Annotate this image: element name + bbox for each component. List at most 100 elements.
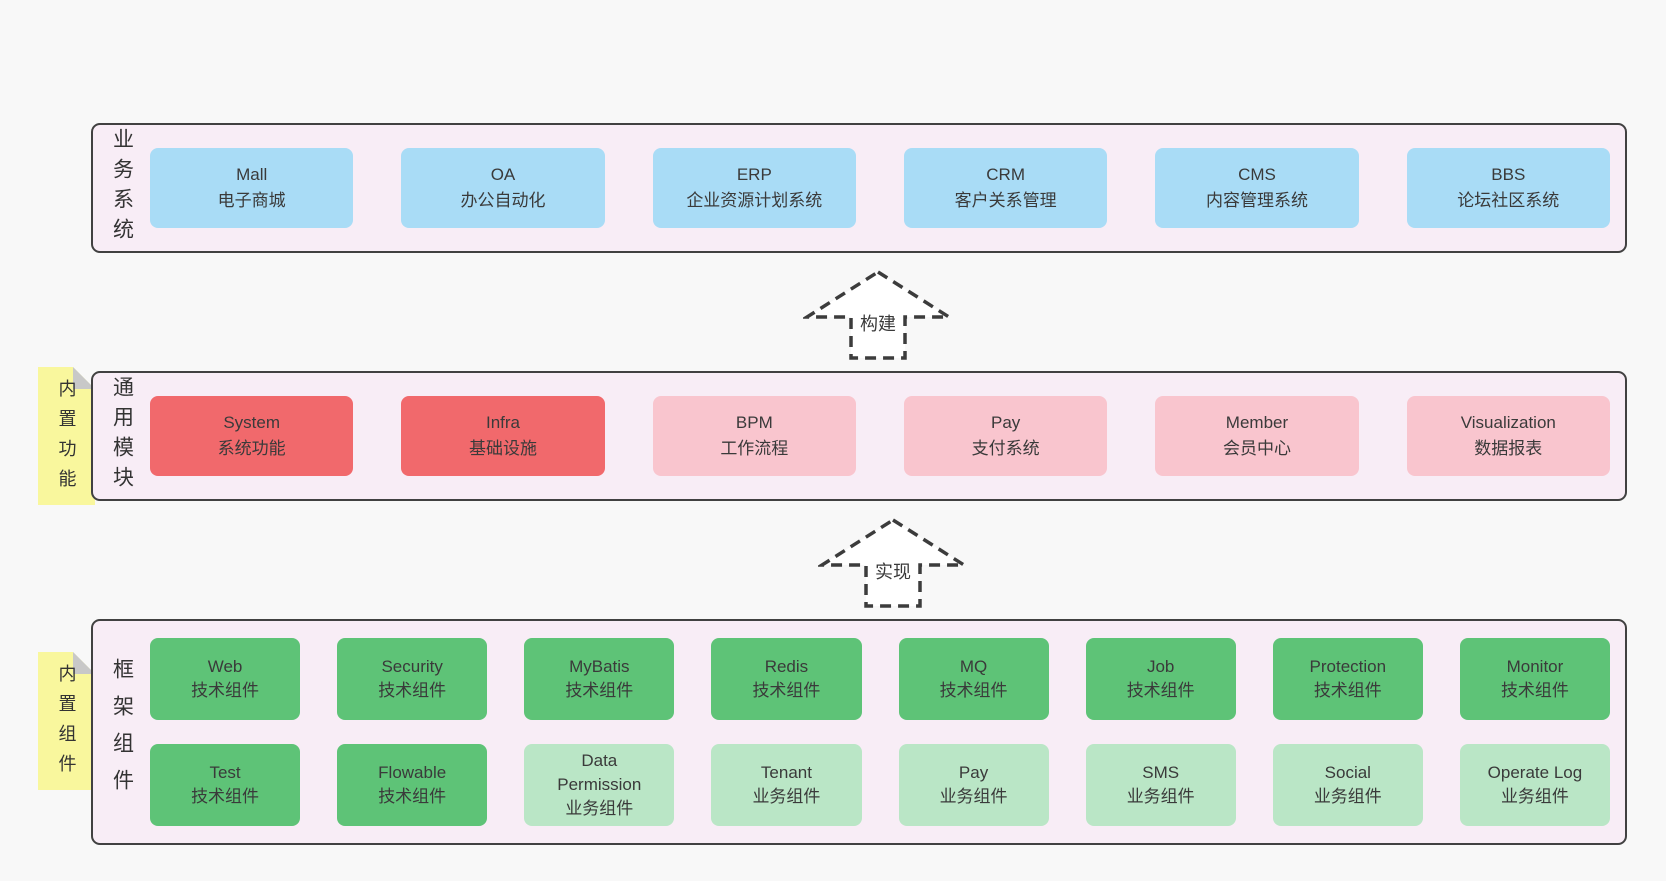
box-bbs: BBS 论坛社区系统 <box>1406 148 1610 228</box>
box-name: Web <box>207 657 243 676</box>
box-desc: 业务组件 <box>1313 787 1382 806</box>
box-pay: Pay 支付系统 <box>903 396 1108 476</box>
box-name: System <box>223 413 280 432</box>
build-arrow: 构建 <box>803 269 953 361</box>
box-infra: Infra 基础设施 <box>401 396 605 476</box>
box-name: Monitor <box>1506 657 1564 676</box>
box-name: Flowable <box>378 763 447 782</box>
box-desc: 技术组件 <box>939 681 1008 700</box>
box-name: Mall <box>236 165 268 184</box>
box-name: Member <box>1225 413 1289 432</box>
build-arrow-label: 构建 <box>857 309 899 337</box>
layer-common-modules: 通用模块 System 系统功能 Infra 基础设施 BPM 工作流程 Pay… <box>91 371 1627 501</box>
box-desc: 内容管理系统 <box>1205 191 1308 210</box>
box-desc: 技术组件 <box>191 787 260 806</box>
box-desc: 数据报表 <box>1474 439 1543 458</box>
box-monitor: Monitor 技术组件 <box>1459 638 1610 720</box>
sticky-components-label: 内置组件 <box>56 664 77 784</box>
box-desc: 业务组件 <box>1500 787 1569 806</box>
box-member: Member 会员中心 <box>1155 396 1359 476</box>
box-mybatis: MyBatis 技术组件 <box>524 638 675 720</box>
sticky-features-label: 内置功能 <box>56 379 77 499</box>
box-cms: CMS 内容管理系统 <box>1155 148 1359 228</box>
box-desc: 工作流程 <box>720 439 789 458</box>
implement-arrow-label: 实现 <box>872 557 914 585</box>
box-oa: OA 办公自动化 <box>401 148 605 228</box>
box-name: CRM <box>986 165 1025 184</box>
box-name: MyBatis <box>569 657 630 676</box>
box-name: Infra <box>485 413 520 432</box>
box-desc: 业务组件 <box>939 787 1008 806</box>
layer-framework-components: 框架组件 Web 技术组件 Security 技术组件 MyBatis 技术组件… <box>91 619 1627 845</box>
box-name: ERP <box>736 165 772 184</box>
layer-business-systems: 业务系统 Mall 电子商城 OA 办公自动化 ERP 企业资源计划系统 CRM… <box>91 123 1627 253</box>
box-desc: 企业资源计划系统 <box>686 191 823 210</box>
sticky-note-builtin-features: 内置功能 <box>38 367 95 505</box>
box-desc: 基础设施 <box>468 439 537 458</box>
box-name: OA <box>490 165 516 184</box>
box-visualization: Visualization 数据报表 <box>1406 396 1610 476</box>
box-security: Security 技术组件 <box>337 638 488 720</box>
components-row-2: Test 技术组件 Flowable 技术组件 Data Permission … <box>150 744 1610 826</box>
box-name: CMS <box>1238 165 1276 184</box>
box-desc: 办公自动化 <box>460 191 546 210</box>
box-social: Social 业务组件 <box>1272 744 1423 826</box>
box-data-permission: Data Permission 业务组件 <box>524 744 675 826</box>
box-tenant: Tenant 业务组件 <box>711 744 862 826</box>
layer-components-label: 框架组件 <box>110 658 134 806</box>
box-desc: 会员中心 <box>1222 439 1291 458</box>
box-name: MQ <box>959 657 988 676</box>
components-row-1: Web 技术组件 Security 技术组件 MyBatis 技术组件 Redi… <box>150 638 1610 720</box>
box-name: Test <box>209 763 241 782</box>
box-name: Pay <box>958 763 989 782</box>
box-name: Visualization <box>1460 413 1556 432</box>
box-desc: 技术组件 <box>378 787 447 806</box>
box-web: Web 技术组件 <box>150 638 301 720</box>
box-mall: Mall 电子商城 <box>150 148 354 228</box>
box-desc: 论坛社区系统 <box>1457 191 1560 210</box>
box-erp: ERP 企业资源计划系统 <box>652 148 856 228</box>
box-name: Protection <box>1309 657 1387 676</box>
sticky-note-builtin-components: 内置组件 <box>38 652 95 790</box>
box-desc: 技术组件 <box>1313 681 1382 700</box>
box-sms: SMS 业务组件 <box>1085 744 1236 826</box>
box-mq: MQ 技术组件 <box>898 638 1049 720</box>
box-job: Job 技术组件 <box>1085 638 1236 720</box>
box-desc: 客户关系管理 <box>954 191 1057 210</box>
box-desc: 技术组件 <box>378 681 447 700</box>
box-operate-log: Operate Log 业务组件 <box>1459 744 1610 826</box>
box-name: BBS <box>1491 165 1526 184</box>
box-desc: 业务组件 <box>752 787 821 806</box>
box-bpm: BPM 工作流程 <box>652 396 856 476</box>
box-desc: 技术组件 <box>1500 681 1569 700</box>
box-pay-business: Pay 业务组件 <box>898 744 1049 826</box>
box-desc: 支付系统 <box>971 439 1040 458</box>
box-name: Operate Log <box>1487 763 1583 782</box>
layer-business-label: 业务系统 <box>110 128 134 248</box>
box-desc: 电子商城 <box>217 191 286 210</box>
box-name: Data Permission <box>557 751 642 794</box>
box-name: SMS <box>1142 763 1180 782</box>
box-redis: Redis 技术组件 <box>711 638 862 720</box>
box-test: Test 技术组件 <box>150 744 301 826</box>
layer-modules-label: 通用模块 <box>110 376 134 496</box>
box-desc: 技术组件 <box>565 681 634 700</box>
box-name: Job <box>1146 657 1175 676</box>
box-desc: 技术组件 <box>752 681 821 700</box>
box-flowable: Flowable 技术组件 <box>337 744 488 826</box>
box-desc: 业务组件 <box>1126 787 1195 806</box>
box-crm: CRM 客户关系管理 <box>903 148 1108 228</box>
box-name: Tenant <box>760 763 812 782</box>
box-name: Redis <box>764 657 809 676</box>
box-name: Pay <box>991 413 1021 432</box>
implement-arrow: 实现 <box>818 517 968 609</box>
box-system: System 系统功能 <box>150 396 354 476</box>
box-desc: 业务组件 <box>565 799 634 818</box>
modules-row: System 系统功能 Infra 基础设施 BPM 工作流程 Pay 支付系统… <box>150 396 1610 476</box>
box-protection: Protection 技术组件 <box>1272 638 1423 720</box>
box-name: BPM <box>735 413 773 432</box>
box-desc: 技术组件 <box>1126 681 1195 700</box>
box-name: Security <box>381 657 443 676</box>
business-row: Mall 电子商城 OA 办公自动化 ERP 企业资源计划系统 CRM 客户关系… <box>150 148 1610 228</box>
box-desc: 系统功能 <box>217 439 286 458</box>
